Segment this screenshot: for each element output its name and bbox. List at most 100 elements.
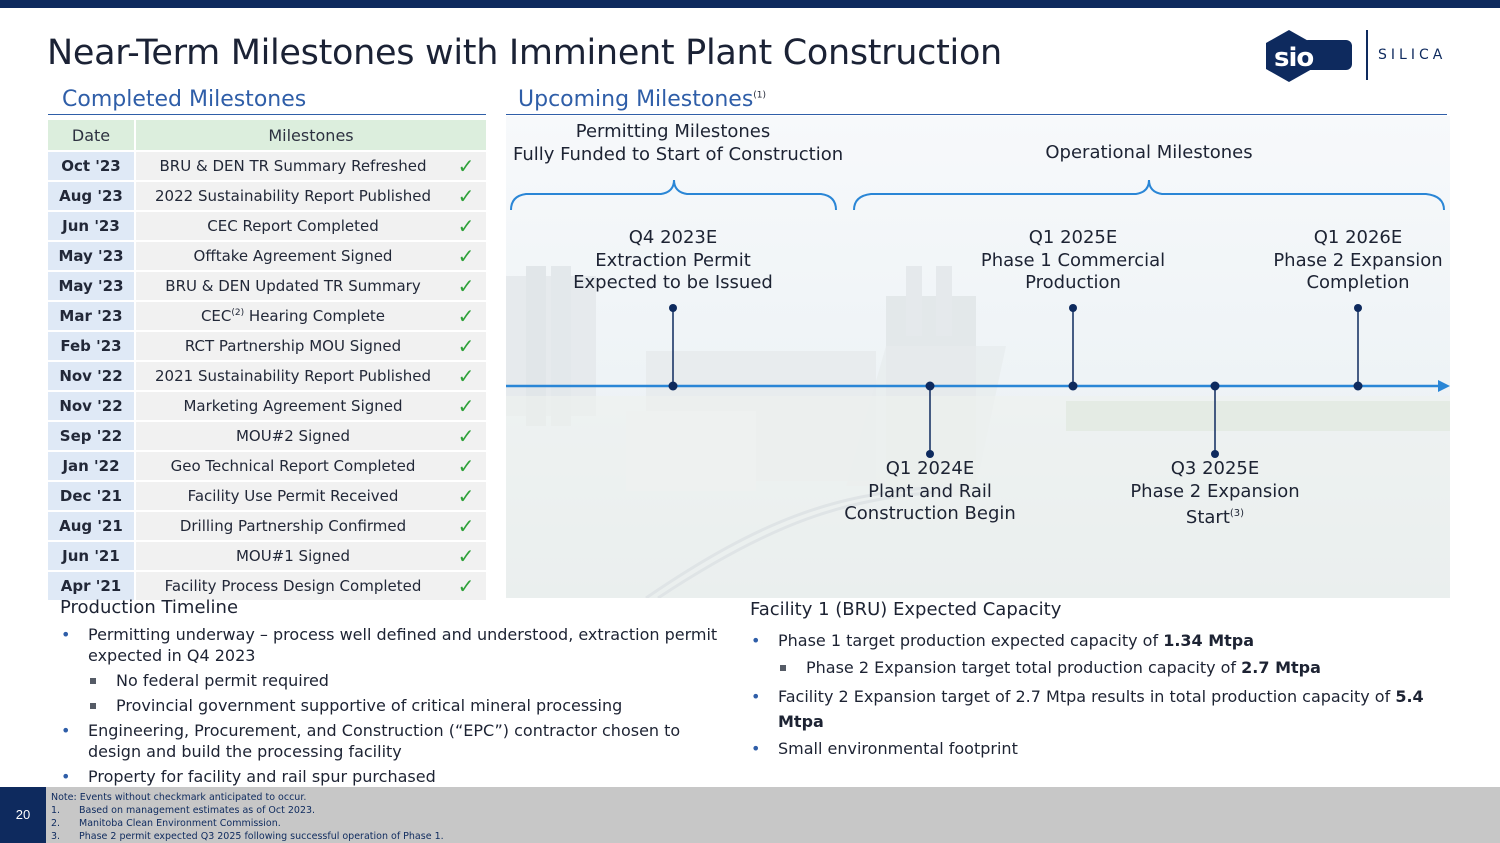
row-date: Dec '21 [48, 482, 134, 510]
row-milestone: CEC Report Completed [134, 212, 446, 240]
checkmark-icon: ✓ [446, 152, 486, 180]
checkmark-icon: ✓ [446, 572, 486, 600]
logo-wordmark: SILICA [1378, 47, 1447, 63]
milestone-q3-2025-marker [1210, 381, 1220, 458]
permitting-brace [510, 179, 837, 211]
footnote-number: 1. [51, 805, 61, 816]
row-date: Aug '23 [48, 182, 134, 210]
footnote-text: Manitoba Clean Environment Commission. [79, 818, 281, 829]
milestone-line: Completion [1306, 272, 1410, 293]
checkmark-icon: ✓ [446, 542, 486, 570]
footnote-text: Phase 2 permit expected Q3 2025 followin… [79, 831, 444, 842]
row-milestone: 2021 Sustainability Report Published [134, 362, 446, 390]
milestone-q4-2023-marker [668, 304, 678, 391]
row-milestone: Drilling Partnership Confirmed [134, 512, 446, 540]
row-date: Aug '21 [48, 512, 134, 540]
checkmark-icon: ✓ [446, 422, 486, 450]
page-title: Near-Term Milestones with Imminent Plant… [47, 33, 1002, 73]
sub-bullet-item: No federal permit required [60, 670, 736, 691]
row-date: May '23 [48, 242, 134, 270]
milestone-date: Q1 2025E [1028, 227, 1118, 248]
row-date: Nov '22 [48, 392, 134, 420]
row-milestone: Facility Use Permit Received [134, 482, 446, 510]
milestone-line: Production [1025, 272, 1121, 293]
footnotes: Note: Events without checkmark anticipat… [51, 791, 444, 843]
milestone-line: Phase 2 Expansion [1130, 480, 1300, 502]
row-date: Jan '22 [48, 452, 134, 480]
row-milestone: CEC(2) Hearing Complete [134, 302, 446, 330]
bullet-text: Phase 2 Expansion target total productio… [806, 658, 1242, 677]
milestone-footnote: (3) [1229, 508, 1245, 519]
row-date: Apr '21 [48, 572, 134, 600]
checkmark-icon: ✓ [446, 392, 486, 420]
bullet-item: Phase 1 target production expected capac… [750, 630, 1430, 651]
milestone-date: Q1 2024E [885, 458, 975, 479]
row-milestone: Offtake Agreement Signed [134, 242, 446, 270]
checkmark-icon: ✓ [446, 482, 486, 510]
row-date: Mar '23 [48, 302, 134, 330]
checkmark-icon: ✓ [446, 182, 486, 210]
row-milestone: RCT Partnership MOU Signed [134, 332, 446, 360]
row-milestone: 2022 Sustainability Report Published [134, 182, 446, 210]
bullet-value: 1.34 Mtpa [1163, 631, 1255, 650]
row-milestone: BRU & DEN TR Summary Refreshed [134, 152, 446, 180]
milestone-line-text: Start [1185, 507, 1230, 528]
completed-heading-rule [48, 114, 486, 115]
milestone-line: Plant and Rail [868, 480, 992, 502]
checkmark-icon: ✓ [446, 362, 486, 390]
footnote-item: 2. Manitoba Clean Environment Commission. [51, 817, 444, 830]
logo-divider [1366, 30, 1368, 80]
milestone-date: Q1 2026E [1313, 227, 1403, 248]
operational-group-label: Operational Milestones [1045, 142, 1253, 163]
bullet-item: Permitting underway – process well defin… [60, 624, 736, 666]
sub-bullet-item: Phase 2 Expansion target total productio… [750, 657, 1430, 678]
upcoming-heading-rule [506, 114, 1447, 115]
checkmark-icon: ✓ [446, 512, 486, 540]
milestone-line: Phase 1 Commercial [980, 249, 1166, 271]
bullet-item: Property for facility and rail spur purc… [60, 766, 736, 787]
footer-bar [0, 787, 1500, 843]
milestone-q1-2024-marker [925, 381, 935, 458]
footnote-number: 2. [51, 818, 61, 829]
row-milestone: MOU#2 Signed [134, 422, 446, 450]
svg-text:sio: sio [1274, 43, 1313, 73]
top-accent-bar [0, 0, 1500, 8]
row-date: Nov '22 [48, 362, 134, 390]
milestone-q3-2025-label: Q3 2025E Phase 2 Expansion Start(3) [1075, 458, 1355, 530]
bullet-text: Phase 1 target production expected capac… [778, 631, 1164, 650]
row-milestone: Geo Technical Report Completed [134, 452, 446, 480]
row-milestone: Marketing Agreement Signed [134, 392, 446, 420]
bullet-value: 2.7 Mtpa [1241, 658, 1321, 677]
row-milestone: BRU & DEN Updated TR Summary [134, 272, 446, 300]
bullet-text: Facility 2 Expansion target of 2.7 Mtpa … [778, 687, 1396, 706]
milestone-line: Start(3) [1075, 503, 1355, 530]
operational-brace [853, 179, 1445, 211]
completed-milestones-heading: Completed Milestones [62, 87, 307, 112]
row-date: Feb '23 [48, 332, 134, 360]
checkmark-icon: ✓ [446, 272, 486, 300]
bullet-value: 5.4 Mtpa [778, 687, 1424, 731]
milestone-q1-2024-label: Q1 2024E Plant and Rail Construction Beg… [790, 458, 1070, 526]
milestone-q1-2026-marker [1353, 304, 1363, 391]
production-timeline-heading: Production Timeline [60, 597, 239, 618]
checkmark-icon: ✓ [446, 242, 486, 270]
facility-capacity-heading: Facility 1 (BRU) Expected Capacity [750, 599, 1062, 620]
row-milestone: Facility Process Design Completed [134, 572, 446, 600]
row-date: May '23 [48, 272, 134, 300]
permitting-group-label: Permitting Milestones Fully Funded to St… [513, 121, 843, 166]
checkmark-icon: ✓ [446, 302, 486, 330]
permitting-group-line1: Permitting Milestones [575, 121, 771, 142]
checkmark-icon: ✓ [446, 212, 486, 240]
milestone-line: Expected to be Issued [573, 272, 773, 293]
timeline-arrowhead [1438, 380, 1450, 392]
